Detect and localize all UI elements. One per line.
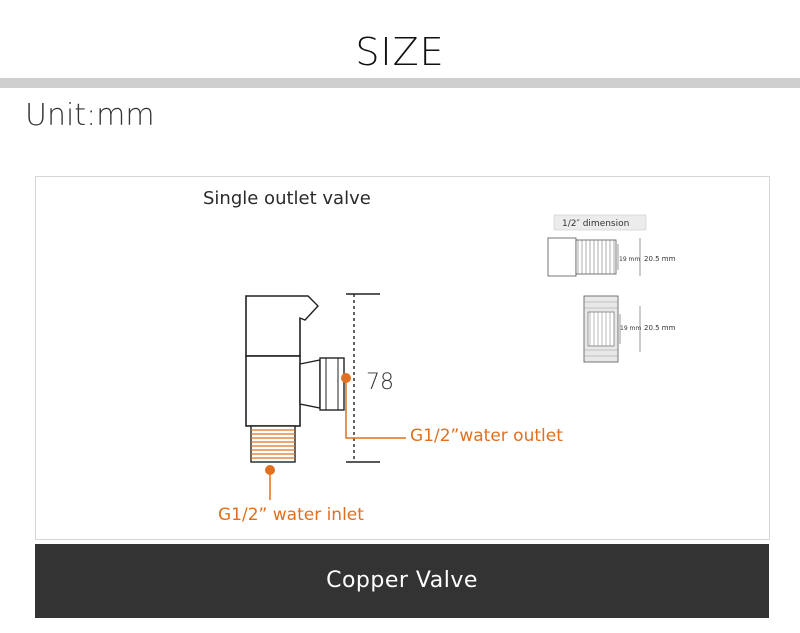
footer-bar: Copper Valve: [35, 544, 769, 618]
thread-top-threads: [575, 239, 617, 275]
title-divider: [0, 78, 800, 88]
thread-top-outer: 20.5 mm: [644, 255, 676, 263]
thread-top-inner: 19 mm: [619, 256, 640, 263]
outlet-leader: [345, 378, 406, 439]
valve-handle-tip: [299, 295, 319, 321]
inlet-thread-lines: [251, 429, 295, 459]
page-title: SIZE: [355, 30, 445, 74]
inlet-thread: [250, 425, 296, 463]
thread-title-box: [553, 214, 647, 231]
inlet-label: G1/2” water inlet: [218, 505, 364, 525]
thread-top-body: [547, 237, 577, 277]
unit-label: Unit:mm: [25, 98, 155, 133]
diagram-panel: [35, 176, 770, 540]
valve-main-body: [245, 355, 301, 427]
thread-bottom-inner: 19 mm: [620, 325, 641, 332]
height-dimension: 78: [366, 370, 394, 395]
outlet-label: G1/2”water outlet: [410, 426, 563, 446]
outlet-nut: [319, 357, 345, 411]
thread-title: 1/2″ dimension: [562, 219, 629, 229]
outlet-neck: [299, 359, 321, 409]
footer-label: Copper Valve: [326, 568, 478, 593]
thread-bottom-outer: 20.5 mm: [644, 324, 676, 332]
product-name: Single outlet valve: [203, 188, 371, 209]
